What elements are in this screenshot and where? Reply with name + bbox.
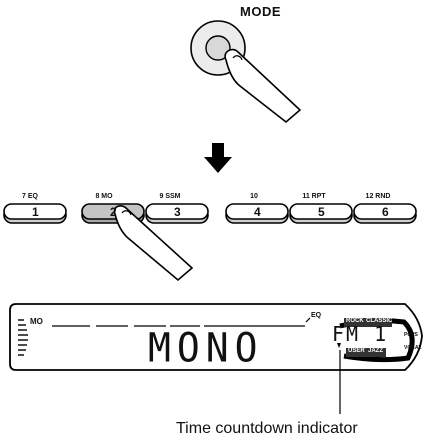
preset-4-number: 4 xyxy=(254,205,261,219)
preset-button-5[interactable] xyxy=(289,203,353,224)
preset-button-6[interactable] xyxy=(353,203,417,224)
preset-5-function: 11 RPT xyxy=(302,193,326,200)
lcd-display xyxy=(9,303,423,371)
preset-button-1[interactable] xyxy=(3,203,67,224)
eq-mode-pops: POPS xyxy=(404,332,418,338)
preset-buttons xyxy=(3,203,417,224)
finger-icon xyxy=(224,48,302,124)
preset-1-function: 7 EQ xyxy=(22,193,38,200)
preset-5-number: 5 xyxy=(318,205,325,219)
main-display-text: MONO xyxy=(148,324,264,372)
eq-mode-vocal: VOCAL xyxy=(404,345,422,351)
eq-mode-jazz: JAZZ xyxy=(368,348,383,354)
preset-button-4[interactable] xyxy=(225,203,289,224)
preset-button-3[interactable] xyxy=(145,203,209,224)
down-arrow-icon xyxy=(204,143,232,173)
preset-3-function: 9 SSM xyxy=(159,193,181,200)
mo-indicator: MO xyxy=(30,317,43,326)
eq-mode-rock: ROCK xyxy=(346,318,364,324)
preset-2-number: 2 xyxy=(110,205,117,219)
preset-1-number: 1 xyxy=(32,205,39,219)
eq-indicator: EQ xyxy=(311,312,322,319)
finger-icon xyxy=(113,205,194,282)
preset-2-function: 8 MO xyxy=(95,193,113,200)
preset-6-function: 12 RND xyxy=(365,193,391,200)
eq-mode-classic: CLASSIC xyxy=(366,318,393,324)
eq-mode-user: USER xyxy=(348,348,365,354)
preset-6-number: 6 xyxy=(382,205,389,219)
annotation-caption: Time countdown indicator xyxy=(176,420,358,437)
preset-4-function: 10 xyxy=(250,193,258,200)
mode-label: MODE xyxy=(240,4,281,19)
preset-3-number: 3 xyxy=(174,205,181,219)
band-display-text: FM 1 xyxy=(332,322,389,346)
